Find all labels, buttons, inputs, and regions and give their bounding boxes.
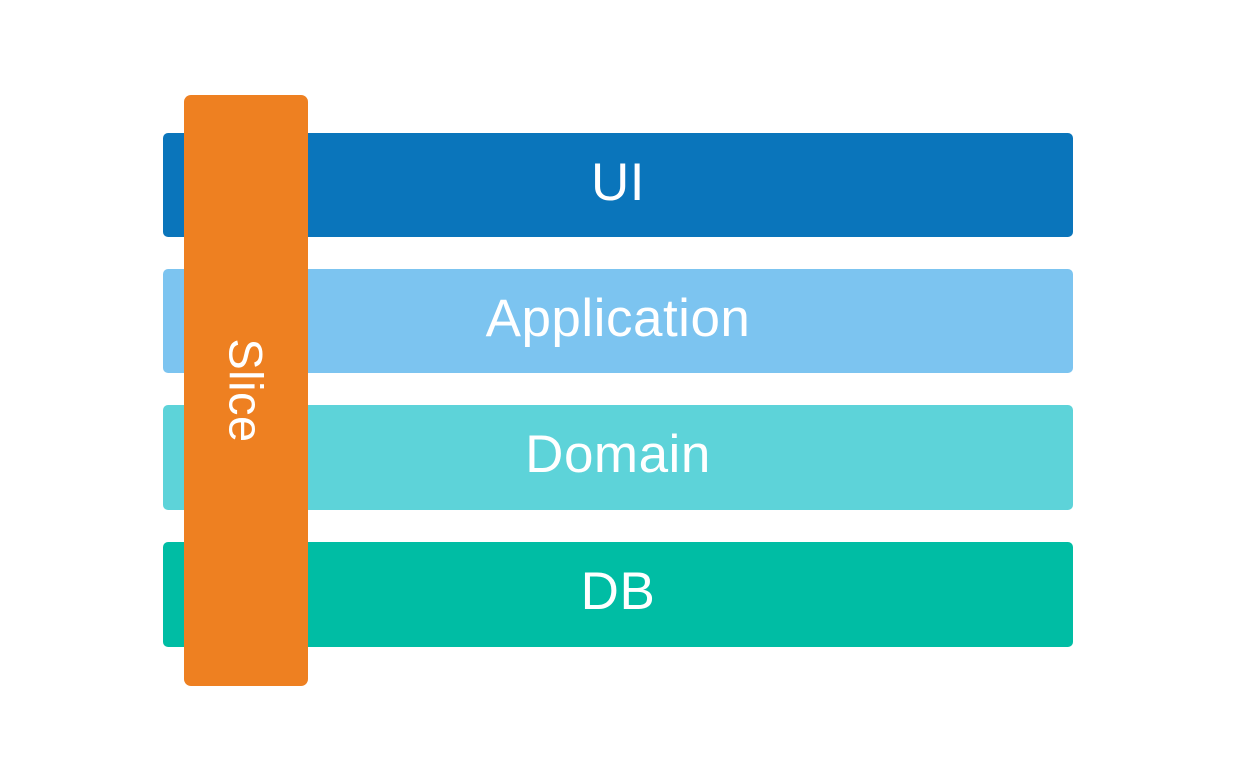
layer-label-ui: UI	[591, 152, 645, 212]
layer-label-domain: Domain	[525, 425, 711, 484]
layer-label-application: Application	[485, 288, 751, 348]
slice-label: Slice	[219, 338, 273, 443]
layer-label-db: DB	[580, 562, 656, 621]
layer-bar-domain: Domain	[163, 405, 1073, 510]
layer-bar-db: DB	[163, 542, 1073, 647]
layer-bar-ui: UI	[163, 133, 1073, 237]
slice-vertical-bar: Slice	[184, 95, 308, 686]
layer-bar-application: Application	[163, 269, 1073, 373]
